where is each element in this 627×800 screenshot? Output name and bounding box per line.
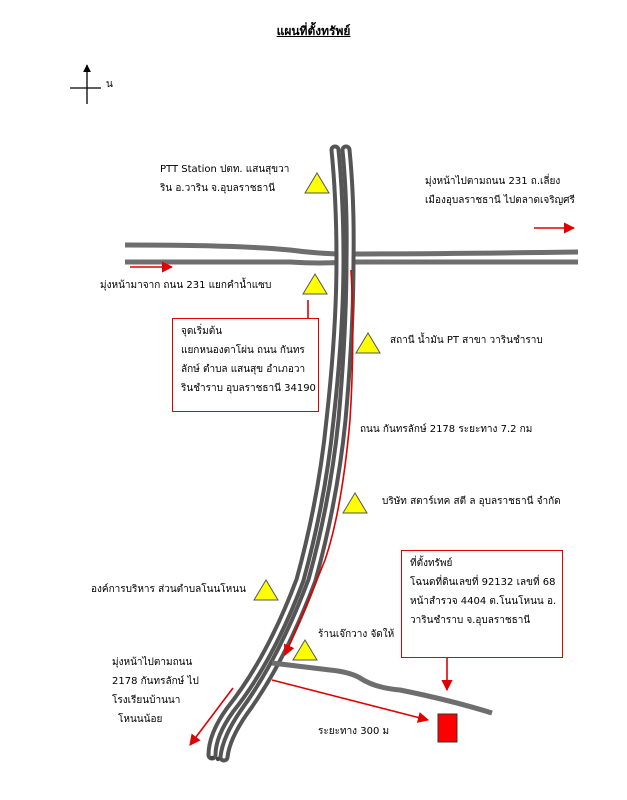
east-direction-line2: เมืองอุบลราชธานี ไปตลาดเจริญศรี bbox=[425, 195, 575, 206]
landmark-company-icon bbox=[342, 492, 368, 514]
north-label: น bbox=[106, 79, 113, 90]
start-box-line2: แยกหนองตาโผ่น ถนน กันทร bbox=[181, 345, 305, 356]
south-direction-line1: มุ่งหน้าไปตามถนน bbox=[112, 657, 193, 668]
property-box-line3: หน้าสำรวจ 4404 ต.โนนโหนน อ. bbox=[410, 596, 557, 607]
south-direction-line2: 2178 กันทรลักษ์ ไป bbox=[112, 676, 199, 687]
road-distance-label: ถนน กันทรลักษ์ 2178 ระยะทาง 7.2 กม bbox=[360, 424, 533, 435]
ptt-label-line1: PTT Station ปตท. แสนสุขวา bbox=[160, 164, 290, 175]
map-title: แผนที่ตั้งทรัพย์ bbox=[276, 24, 351, 38]
property-box-line1: ที่ตั้งทรัพย์ bbox=[410, 558, 453, 569]
route-arrows bbox=[130, 222, 576, 746]
landmark-junction-icon bbox=[302, 273, 328, 295]
east-direction-line1: มุ่งหน้าไปตามถนน 231 ถ.เลี่ยง bbox=[425, 176, 561, 187]
side-road bbox=[271, 660, 493, 716]
property-marker-icon bbox=[437, 713, 458, 743]
start-point-box: จุดเริ่มต้น แยกหนองตาโผ่น ถนน กันทร ลักษ… bbox=[172, 318, 319, 412]
property-info-box: ที่ตั้งทรัพย์ โฉนดที่ดินเลขที่ 92132 เลข… bbox=[401, 550, 563, 658]
company-label: บริษัท สตาร์เทค สตี ล อุบลราชธานี จำกัด bbox=[382, 496, 561, 507]
shop-label: ร้านเจ๊กวาง จัดให้ bbox=[318, 629, 395, 640]
start-box-line4: รินชำราบ อุบลราชธานี 34190 bbox=[181, 383, 316, 394]
property-box-line4: วารินชำราบ จ.อุบลราชธานี bbox=[410, 615, 531, 626]
sao-label: องค์การบริหาร ส่วนตำบลโนนโหนน bbox=[91, 584, 246, 595]
road-2178 bbox=[206, 144, 356, 763]
north-arrow-icon bbox=[70, 64, 101, 104]
landmark-ptt-icon bbox=[304, 172, 330, 194]
road-231 bbox=[124, 242, 579, 266]
property-box-line2: โฉนดที่ดินเลขที่ 92132 เลขที่ 68 bbox=[410, 577, 556, 588]
distance-300-label: ระยะทาง 300 ม bbox=[318, 726, 390, 737]
from-west-label: มุ่งหน้ามาจาก ถนน 231 แยกคำน้ำแซบ bbox=[100, 280, 272, 291]
landmark-shop-icon bbox=[292, 639, 318, 661]
start-box-line3: ลักษ์ ตำบล แสนสุข อำเภอวา bbox=[181, 364, 306, 375]
pt-station-label: สถานี น้ำมัน PT สาขา วารินชำราบ bbox=[390, 335, 543, 346]
landmark-pt-icon bbox=[355, 332, 381, 354]
south-direction-line4: โหนนน้อย bbox=[118, 714, 163, 725]
ptt-label-line2: ริน อ.วาริน จ.อุบลราชธานี bbox=[160, 183, 276, 194]
start-box-line1: จุดเริ่มต้น bbox=[181, 326, 223, 337]
south-direction-line3: โรงเรียนบ้านนา bbox=[112, 695, 181, 706]
landmark-sao-icon bbox=[253, 579, 279, 601]
